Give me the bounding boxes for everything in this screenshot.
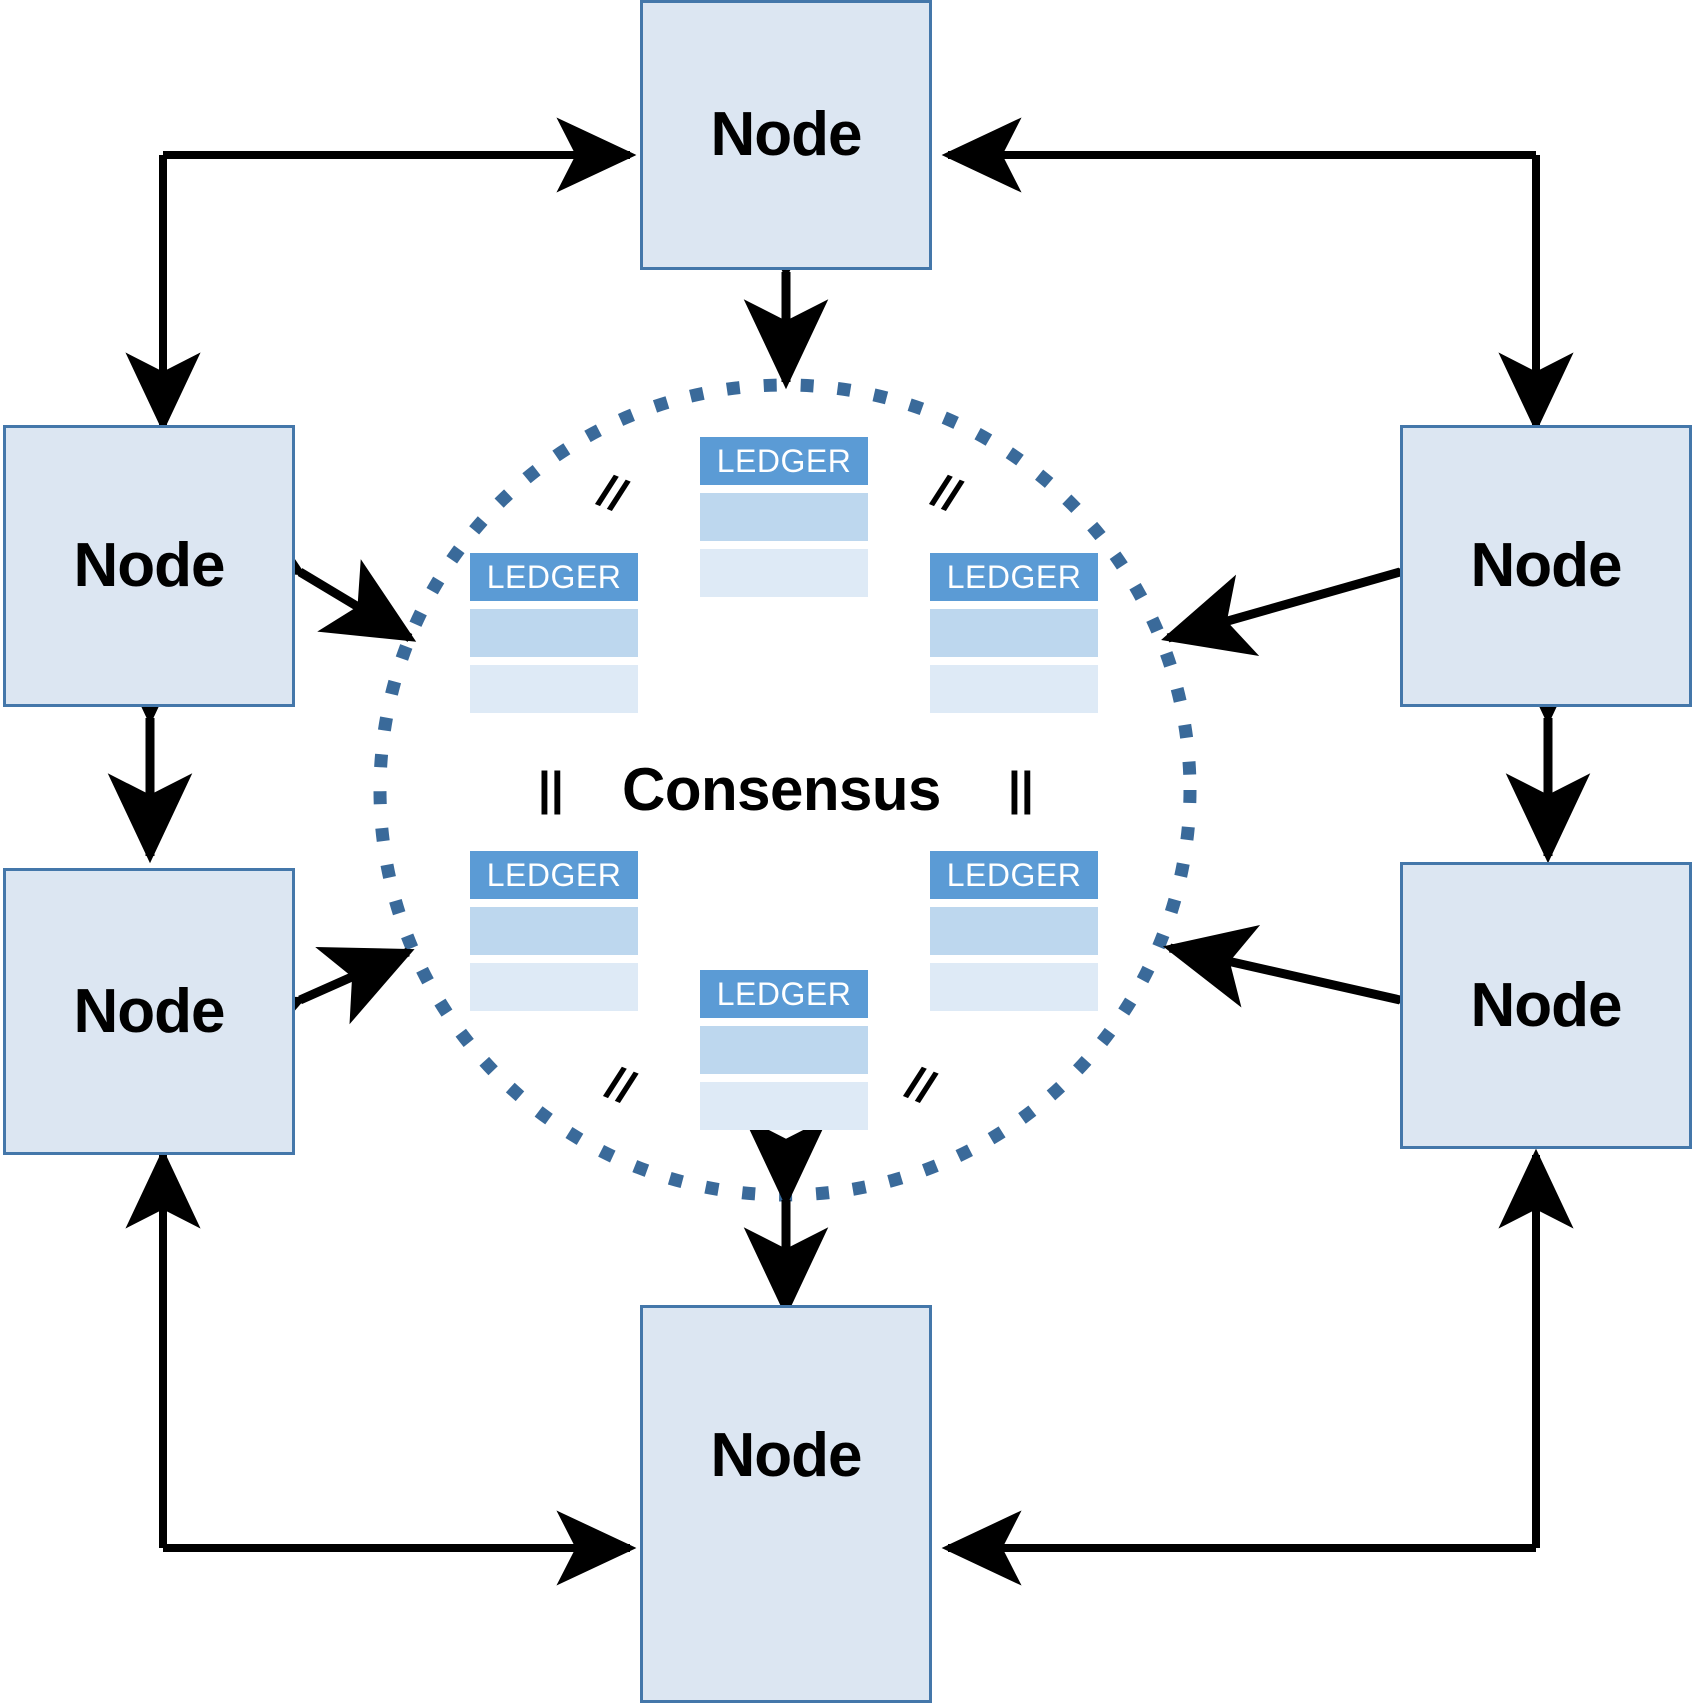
node-left-bottom-label: Node [73, 976, 226, 1046]
equality-mark-lower-right: // [899, 1056, 943, 1114]
ledger-upper-right-row-1 [930, 609, 1098, 657]
ledger-bottom-row-2 [700, 1082, 868, 1130]
equality-mark-lower-left: // [599, 1056, 643, 1114]
equality-mark-upper-left: // [591, 464, 635, 522]
ledger-upper-left-header: LEDGER [470, 553, 638, 601]
arrow-leftbottom-node-consensus [207, 946, 415, 1073]
ledger-lower-left-header: LEDGER [470, 851, 638, 899]
equality-mark-mid-left: || [538, 762, 564, 814]
arrow-rightbottom-node-consensus [1162, 925, 1491, 1060]
node-left-bottom[interactable]: Node [3, 868, 295, 1155]
ledger-lower-left-row-2 [470, 963, 638, 1011]
equality-mark-mid-right: || [1008, 762, 1034, 814]
ledger-top[interactable]: LEDGER [700, 437, 868, 597]
equality-mark-upper-right: // [925, 464, 969, 522]
node-right-top-label: Node [1470, 531, 1623, 600]
node-right-bottom-label: Node [1470, 970, 1623, 1040]
ledger-upper-right-row-2 [930, 665, 1098, 713]
node-top[interactable]: Node [640, 0, 932, 270]
ledger-lower-right[interactable]: LEDGER [930, 851, 1098, 1011]
ledger-top-row-1 [700, 493, 868, 541]
node-left-top-label: Node [73, 531, 226, 600]
ledger-top-row-2 [700, 549, 868, 597]
consensus-label: Consensus [622, 756, 941, 823]
ledger-bottom[interactable]: LEDGER [700, 970, 868, 1130]
node-right-top[interactable]: Node [1400, 425, 1692, 707]
ledger-upper-left-row-1 [470, 609, 638, 657]
node-right-bottom[interactable]: Node [1400, 862, 1692, 1149]
node-bottom[interactable]: Node [640, 1305, 932, 1703]
ledger-lower-left[interactable]: LEDGER [470, 851, 638, 1011]
arrow-lefttop-node-consensus [207, 493, 417, 642]
node-left-top[interactable]: Node [3, 425, 295, 707]
node-top-label: Node [710, 100, 863, 169]
ledger-lower-right-row-1 [930, 907, 1098, 955]
ledger-upper-left[interactable]: LEDGER [470, 553, 638, 713]
ledger-bottom-row-1 [700, 1026, 868, 1074]
ledger-upper-right[interactable]: LEDGER [930, 553, 1098, 713]
ledger-lower-right-header: LEDGER [930, 851, 1098, 899]
ledger-upper-left-row-2 [470, 665, 638, 713]
arrow-righttop-node-consensus [1161, 508, 1492, 657]
ledger-lower-left-row-1 [470, 907, 638, 955]
ledger-bottom-header: LEDGER [700, 970, 868, 1018]
ledger-upper-right-header: LEDGER [930, 553, 1098, 601]
ledger-lower-right-row-2 [930, 963, 1098, 1011]
ledger-top-header: LEDGER [700, 437, 868, 485]
node-bottom-label: Node [710, 1421, 863, 1490]
